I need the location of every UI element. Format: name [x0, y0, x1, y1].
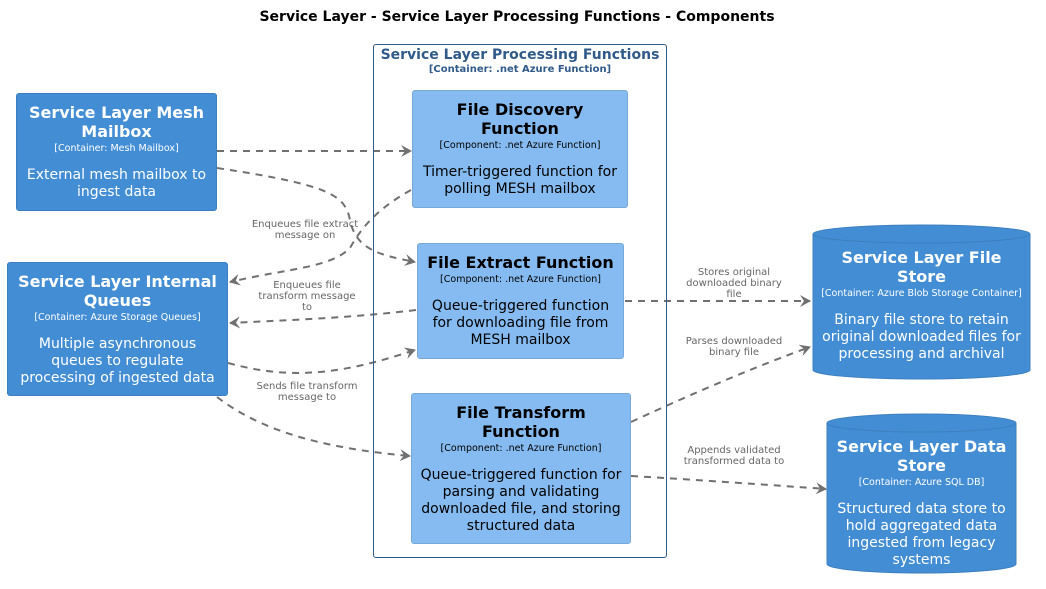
edge-transform-to-datastore — [630, 475, 827, 495]
data-store-node[interactable]: Service Layer Data Store [Container: Azu… — [826, 413, 1017, 574]
node-desc: Binary file store to retain original dow… — [822, 312, 1021, 362]
edge-label-transform-parses: Parses downloaded binary file — [685, 336, 783, 358]
boundary-tech: [Container: .net Azure Function] — [428, 64, 612, 75]
processing-functions-boundary: Service Layer Processing Functions [Cont… — [373, 44, 667, 558]
edge-queues-to-transform — [216, 396, 411, 462]
mesh-mailbox-node[interactable]: Service Layer Mesh Mailbox [Container: M… — [16, 93, 217, 211]
node-tech: [Container: Azure SQL DB] — [858, 477, 985, 488]
node-name: File Transform Function — [456, 402, 586, 441]
node-name: Service Layer File Store — [841, 248, 1002, 286]
edge-label-extract-enqueues: Enqueues file transform message to — [258, 280, 356, 313]
file-transform-node[interactable]: File Transform Function [Component: .net… — [411, 393, 631, 544]
node-tech: [Container: Mesh Mailbox] — [54, 143, 179, 154]
database-cylinder-icon — [826, 413, 1017, 574]
node-desc: Structured data store to hold aggregated… — [837, 501, 1006, 568]
edge-transform-to-filestore — [630, 344, 811, 423]
node-tech: [Component: .net Azure Function] — [440, 274, 601, 285]
node-desc: Multiple asynchronous queues to regulate… — [20, 335, 215, 386]
node-name: Service Layer Internal Queues — [18, 271, 217, 310]
edge-mailbox-to-extract — [216, 167, 416, 266]
node-name: Service Layer Data Store — [836, 437, 1007, 475]
edge-extract-to-queues — [229, 309, 417, 329]
node-name: File Discovery Function — [456, 100, 584, 138]
node-tech: [Component: .net Azure Function] — [439, 140, 601, 151]
node-tech: [Container: Azure Blob Storage Container… — [821, 288, 1022, 299]
database-cylinder-icon — [812, 224, 1031, 380]
file-extract-node[interactable]: File Extract Function [Component: .net A… — [417, 243, 624, 359]
edge-label-extract-stores: Stores original downloaded binary file — [686, 267, 782, 300]
node-tech: [Container: Azure Storage Queues] — [34, 311, 201, 323]
internal-queues-node[interactable]: Service Layer Internal Queues [Container… — [7, 262, 228, 396]
node-name: Service Layer Mesh Mailbox — [28, 103, 204, 141]
node-desc: Queue-triggered function for parsing and… — [420, 466, 622, 534]
node-desc: Queue-triggered function for downloading… — [431, 298, 610, 348]
edge-label-queues-sends: Sends file transform message to — [256, 381, 358, 403]
node-desc: External mesh mailbox to ingest data — [26, 167, 207, 200]
edge-label-discovery-enqueues: Enqueues file extract message on — [251, 219, 359, 241]
node-desc: Timer-triggered function for polling MES… — [423, 164, 617, 197]
node-tech: [Component: .net Azure Function] — [440, 442, 602, 454]
edge-label-transform-appends: Appends validated transformed data to — [683, 445, 785, 467]
file-store-node[interactable]: Service Layer File Store [Container: Azu… — [812, 224, 1031, 380]
node-name: File Extract Function — [427, 253, 614, 272]
boundary-title: Service Layer Processing Functions — [380, 47, 660, 63]
file-discovery-node[interactable]: File Discovery Function [Component: .net… — [412, 90, 628, 208]
diagram-title: Service Layer - Service Layer Processing… — [259, 9, 775, 25]
